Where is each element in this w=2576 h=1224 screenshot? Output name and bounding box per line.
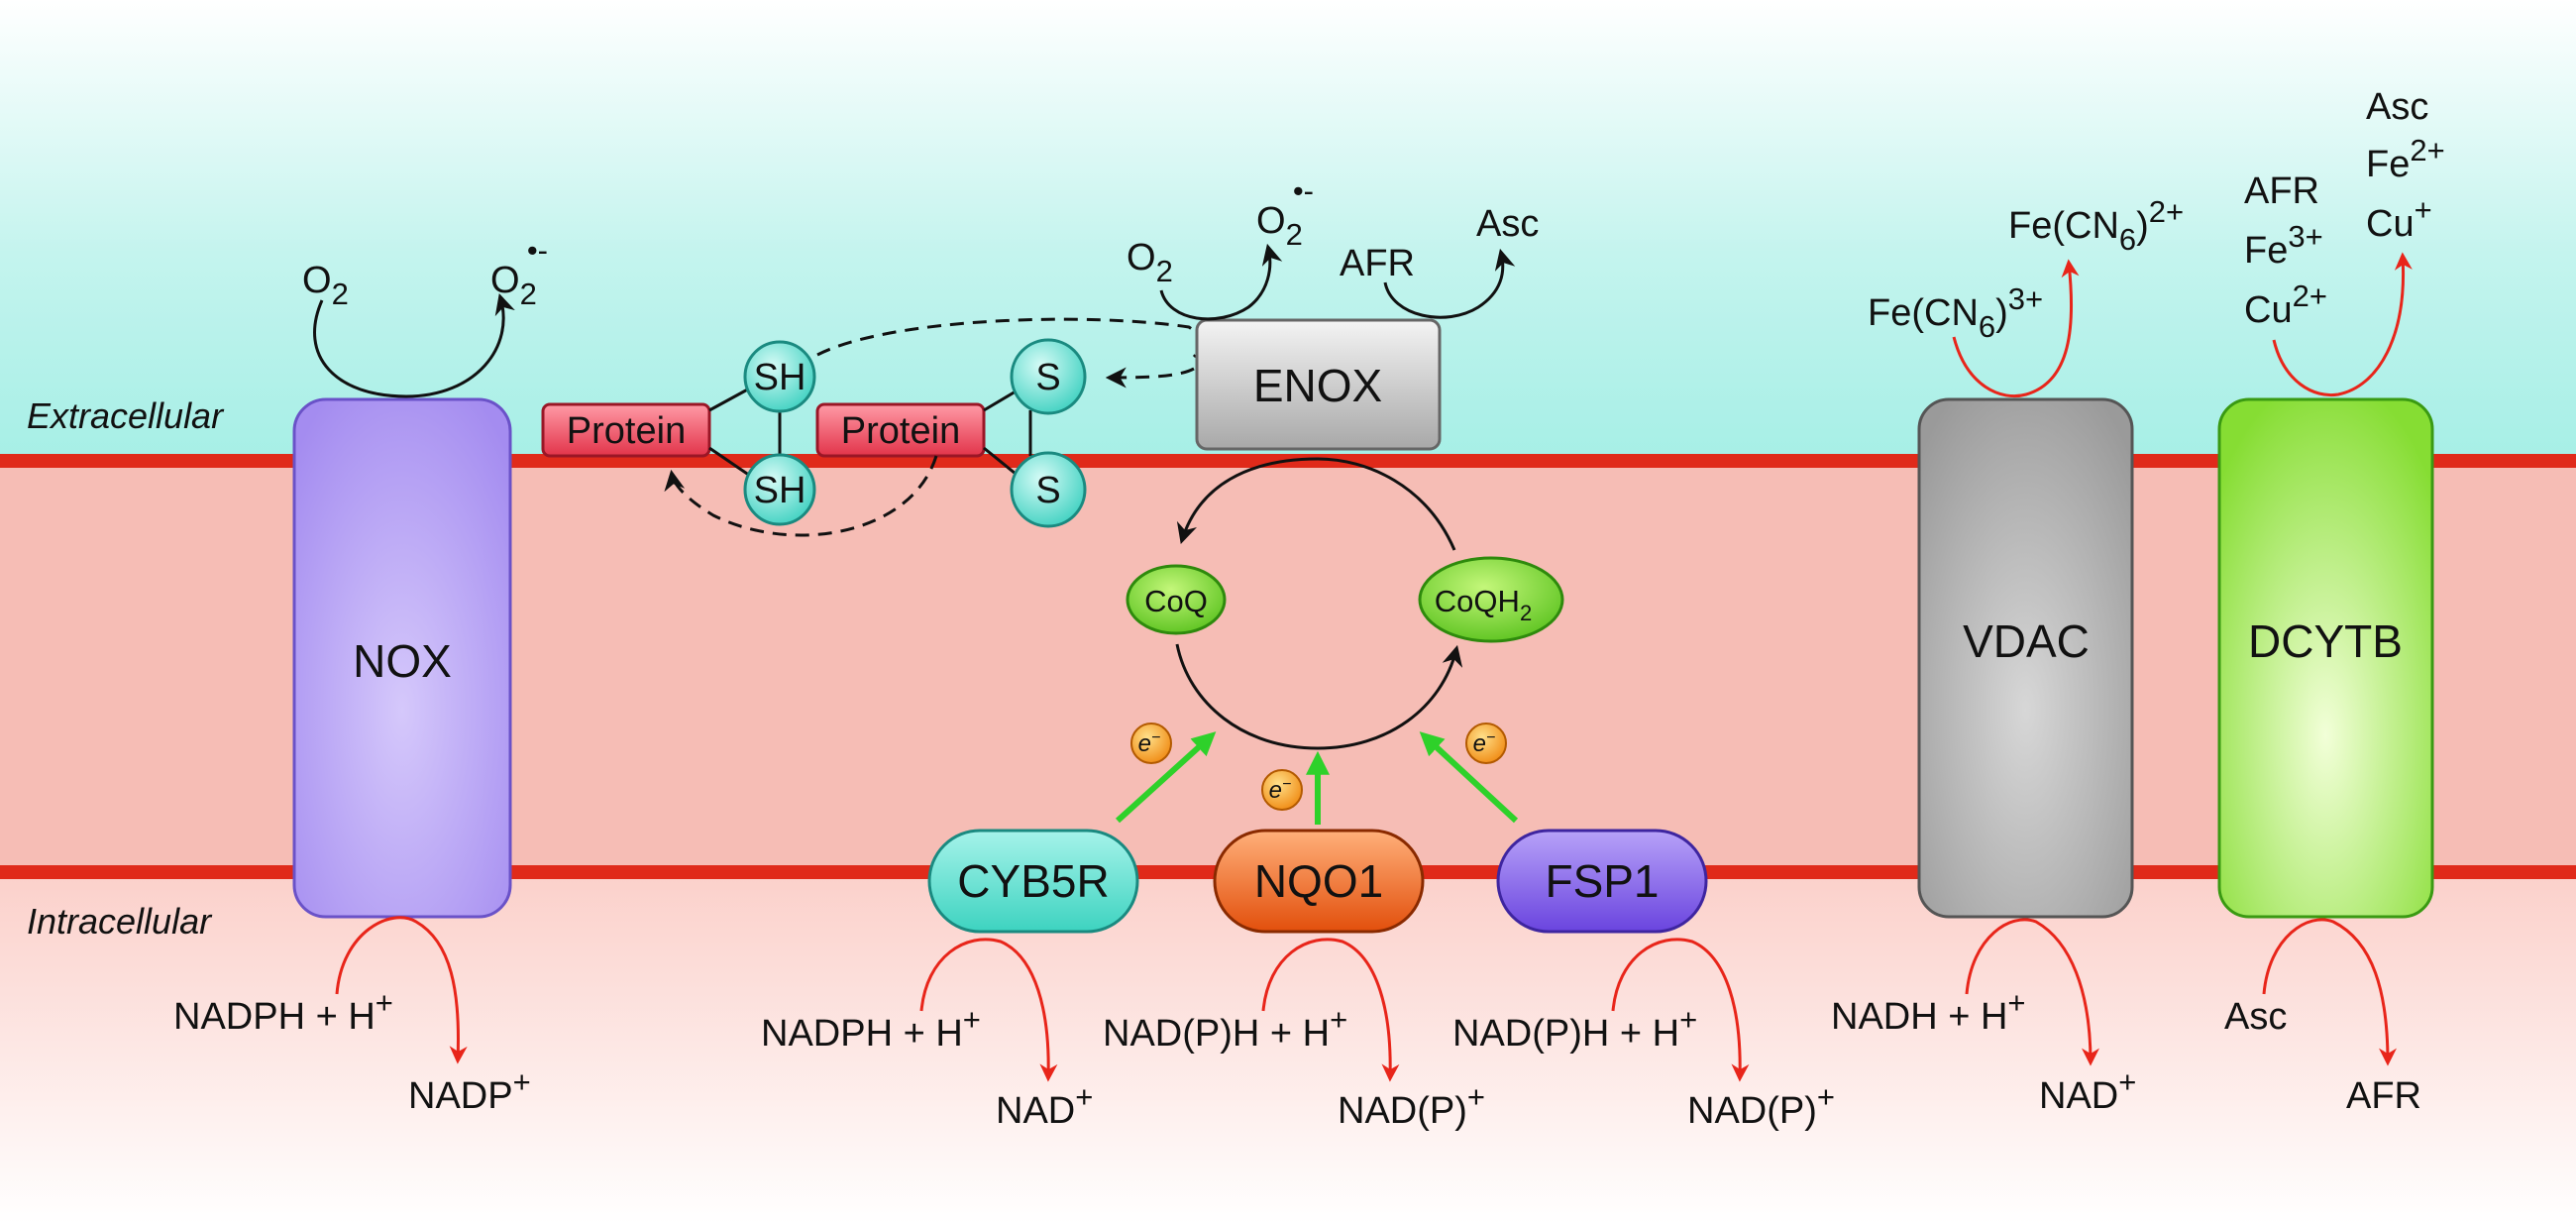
nox-superoxide: O2•- bbox=[490, 233, 548, 311]
protein-oxidized: Protein bbox=[815, 402, 986, 458]
fsp1-protein: FSP1 bbox=[1496, 829, 1708, 934]
fsp1-bottom-arrow bbox=[1611, 938, 1750, 1082]
coq-node: CoQ bbox=[1126, 564, 1227, 635]
dcytb-asc: Asc bbox=[2366, 86, 2428, 128]
vdac-ferricyanide: Fe(CN6)3+ bbox=[1868, 281, 2043, 344]
s-ball-bottom bbox=[1010, 451, 1087, 528]
enox-o2-arrow bbox=[1159, 243, 1283, 321]
svg-text:e−: e− bbox=[1269, 776, 1292, 804]
dcytb-fe2: Fe2+ bbox=[2366, 133, 2445, 185]
enox-protein: ENOX bbox=[1195, 318, 1442, 451]
nox-nadph: NADPH + H+ bbox=[173, 985, 393, 1038]
enox-afr: AFR bbox=[1340, 243, 1415, 284]
electron-fsp1: e− bbox=[1465, 723, 1507, 764]
fsp1-nadph: NAD(P)H + H+ bbox=[1452, 1002, 1697, 1055]
electron-cyb5r: e− bbox=[1130, 723, 1172, 764]
sh-ball-bottom bbox=[743, 453, 816, 526]
dcytb-protein: DCYTB bbox=[2217, 397, 2434, 919]
cyb5r-bottom-arrow bbox=[919, 938, 1058, 1082]
dcytb-top-arrow bbox=[2272, 252, 2413, 397]
svg-text:e−: e− bbox=[1138, 729, 1161, 757]
dcytb-afr-out: AFR bbox=[2346, 1075, 2421, 1117]
dcytb-cu2: Cu2+ bbox=[2244, 278, 2327, 331]
vdac-protein: VDAC bbox=[1917, 397, 2134, 919]
protein-oxidized-label: Protein bbox=[841, 410, 960, 452]
nox-label: NOX bbox=[353, 635, 452, 687]
s-ball-top bbox=[1010, 338, 1087, 415]
enox-superoxide: O2•- bbox=[1256, 173, 1314, 252]
fsp1-label: FSP1 bbox=[1545, 855, 1659, 907]
nox-o2: O2 bbox=[302, 260, 349, 311]
cyb5r-label: CYB5R bbox=[957, 855, 1109, 907]
vdac-top-arrow bbox=[1952, 259, 2080, 398]
s-top-label: S bbox=[1035, 357, 1060, 398]
vdac-label: VDAC bbox=[1963, 615, 2090, 667]
vdac-nad: NAD+ bbox=[2039, 1064, 2136, 1117]
dashed-arrow-to-s bbox=[1105, 367, 1195, 389]
dcytb-label: DCYTB bbox=[2248, 615, 2403, 667]
enox-o2: O2 bbox=[1127, 237, 1173, 288]
svg-text:e−: e− bbox=[1473, 729, 1496, 757]
cyb5r-nadph: NADPH + H+ bbox=[761, 1002, 981, 1055]
dcytb-asc-in: Asc bbox=[2224, 996, 2287, 1038]
protein-reduced-label: Protein bbox=[567, 410, 686, 452]
nqo1-label: NQO1 bbox=[1254, 855, 1383, 907]
dcytb-afr: AFR bbox=[2244, 170, 2319, 212]
nox-top-arrow bbox=[313, 292, 515, 398]
s-bottom-label: S bbox=[1035, 470, 1060, 511]
nqo1-nadph: NAD(P)H + H+ bbox=[1103, 1002, 1347, 1055]
nqo1-protein: NQO1 bbox=[1213, 829, 1425, 934]
dashed-arrow-to-protein bbox=[664, 455, 938, 537]
nqo1-nad: NAD(P)+ bbox=[1338, 1079, 1485, 1132]
nox-protein: NOX bbox=[292, 397, 512, 919]
vdac-ferrocyanide: Fe(CN6)2+ bbox=[2008, 194, 2184, 257]
sh-bottom-label: SH bbox=[754, 470, 806, 511]
dcytb-fe3: Fe3+ bbox=[2244, 219, 2323, 272]
enox-afr-arrow bbox=[1383, 248, 1516, 319]
green-arrow-cyb5r bbox=[1115, 731, 1217, 824]
vdac-bottom-arrow bbox=[1965, 918, 2099, 1066]
protein-reduced: Protein bbox=[541, 402, 711, 458]
intracellular-label: Intracellular bbox=[27, 901, 213, 942]
dcytb-bottom-arrow bbox=[2262, 918, 2397, 1066]
coq-cycle-bottom-arrow bbox=[1175, 643, 1463, 750]
enox-label: ENOX bbox=[1253, 360, 1382, 411]
sh-ball-top bbox=[743, 340, 816, 413]
extracellular-label: Extracellular bbox=[27, 395, 225, 436]
cyb5r-protein: CYB5R bbox=[927, 829, 1139, 934]
cyb5r-nad: NAD+ bbox=[996, 1079, 1093, 1132]
vdac-nadh: NADH + H+ bbox=[1831, 985, 2026, 1038]
coq-label: CoQ bbox=[1144, 584, 1208, 618]
coq-cycle-top-arrow bbox=[1176, 457, 1456, 551]
nqo1-bottom-arrow bbox=[1261, 938, 1400, 1082]
nox-nadp: NADP+ bbox=[408, 1064, 531, 1117]
enox-asc: Asc bbox=[1476, 203, 1539, 245]
coqh2-label: CoQH2 bbox=[1435, 584, 1532, 625]
coqh2-node: CoQH2 bbox=[1418, 556, 1564, 643]
fsp1-nad: NAD(P)+ bbox=[1687, 1079, 1835, 1132]
nox-bottom-arrow bbox=[335, 916, 468, 1064]
dcytb-cu1: Cu+ bbox=[2366, 192, 2432, 245]
electron-nqo1: e− bbox=[1261, 769, 1303, 811]
sh-top-label: SH bbox=[754, 357, 806, 398]
green-arrow-fsp1 bbox=[1419, 731, 1519, 824]
